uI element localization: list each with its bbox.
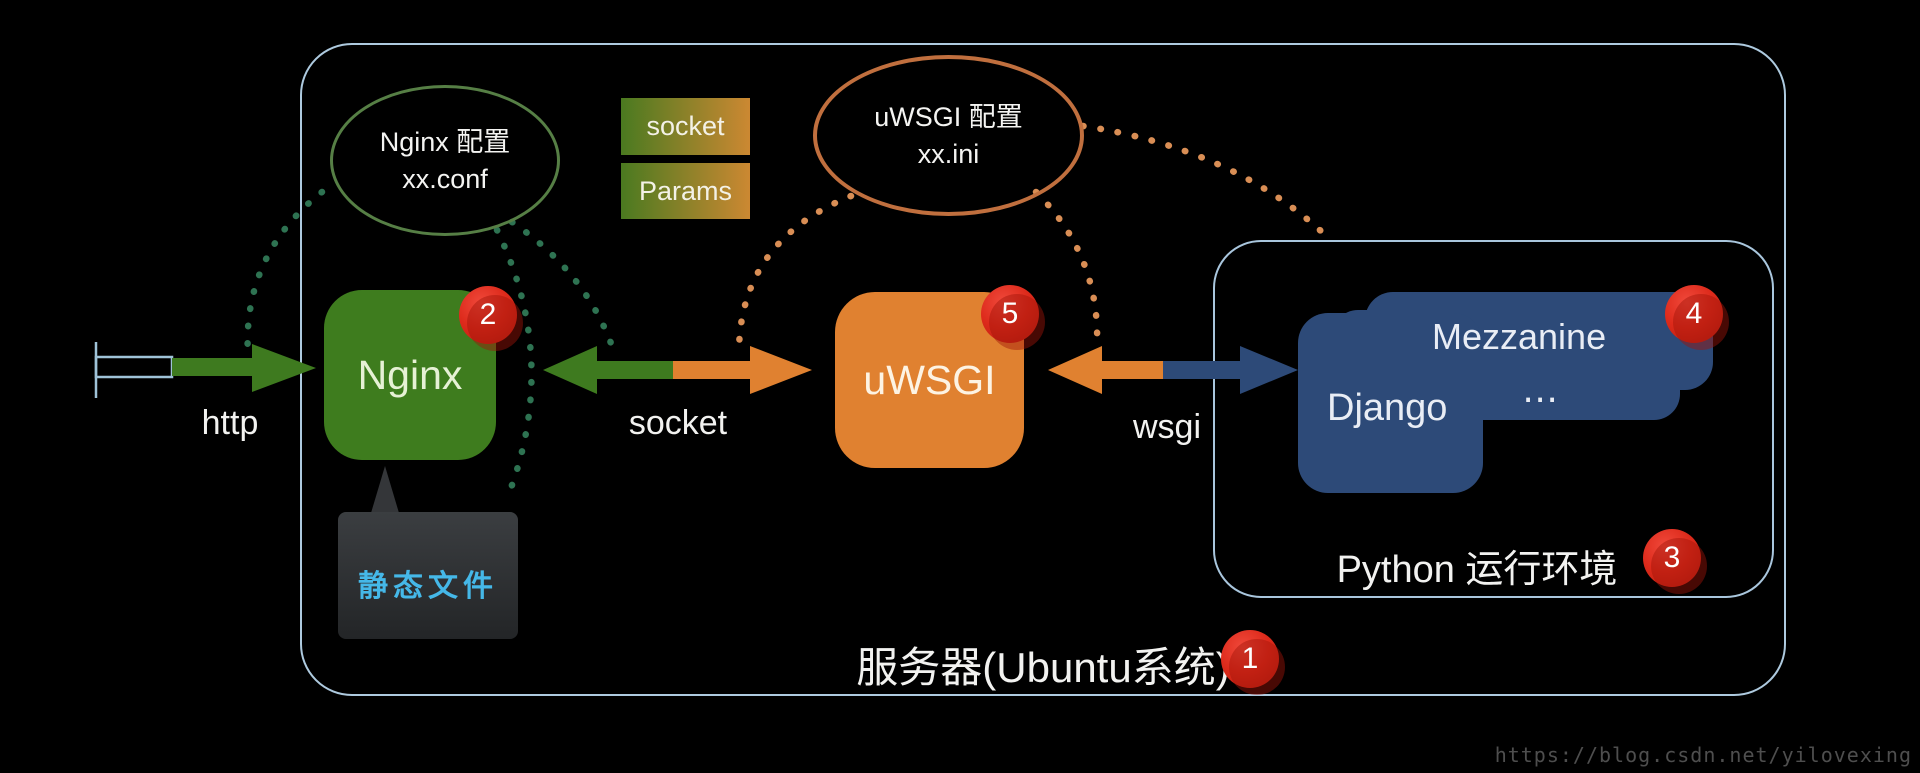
client-icon	[94, 342, 174, 398]
nginx-node-label: Nginx	[357, 351, 463, 398]
nginx-config-ellipse: Nginx 配置 xx.conf	[330, 85, 560, 236]
uwsgi-node-label: uWSGI	[863, 356, 996, 403]
params-protocol-box: Params	[621, 163, 750, 219]
more-apps-label: ⋯	[1522, 378, 1561, 419]
nginx-step-number: 2	[479, 298, 497, 331]
socket-arrow-orange	[673, 346, 812, 394]
socket-arrow-green	[543, 346, 673, 394]
watermark-url: https://blog.csdn.net/yilovexing	[1494, 743, 1912, 767]
wsgi-arrow-blue	[1163, 346, 1298, 394]
django-card	[1298, 313, 1483, 493]
uwsgi-config-title: uWSGI 配置	[874, 101, 1023, 132]
mezzanine-step-badge: 4	[1665, 285, 1729, 350]
python-env-label: Python 运行环境	[1336, 549, 1618, 591]
uwsgi-node: uWSGI	[835, 292, 1024, 468]
server-step-badge: 1	[1221, 630, 1285, 695]
server-label: 服务器(Ubuntu系统)	[856, 644, 1230, 691]
nginx-config-file: xx.conf	[402, 163, 488, 194]
params-protocol-label: Params	[638, 175, 733, 206]
server-step-number: 1	[1241, 642, 1259, 675]
wsgi-arrow-orange	[1048, 346, 1163, 394]
django-label: Django	[1327, 387, 1448, 429]
socket-protocol-box: socket	[621, 98, 750, 155]
wsgi-edge-label: wsgi	[1132, 408, 1202, 446]
uwsgi-config-links	[735, 122, 1326, 352]
socket-edge-label: socket	[628, 404, 728, 442]
socket-protocol-label: socket	[646, 111, 725, 141]
nginx-step-badge: 2	[459, 286, 523, 351]
http-edge-label: http	[201, 404, 259, 442]
nginx-config-links	[244, 188, 616, 500]
uwsgi-step-number: 5	[1001, 297, 1019, 330]
static-files-label: 静态文件	[358, 570, 498, 603]
uwsgi-config-file: xx.ini	[917, 138, 980, 169]
python-env-container	[1213, 240, 1774, 598]
uwsgi-config-ellipse: uWSGI 配置 xx.ini	[813, 55, 1084, 216]
http-arrow	[172, 344, 316, 392]
nginx-config-title: Nginx 配置	[379, 126, 511, 157]
python-env-step-badge: 3	[1643, 529, 1707, 594]
static-files-pointer	[371, 466, 399, 513]
mezzanine-label: Mezzanine	[1432, 316, 1607, 357]
uwsgi-step-badge: 5	[981, 285, 1045, 350]
static-files-bubble: 静态文件	[338, 512, 518, 639]
python-env-step-number: 3	[1663, 541, 1681, 574]
mezzanine-step-number: 4	[1685, 297, 1703, 330]
